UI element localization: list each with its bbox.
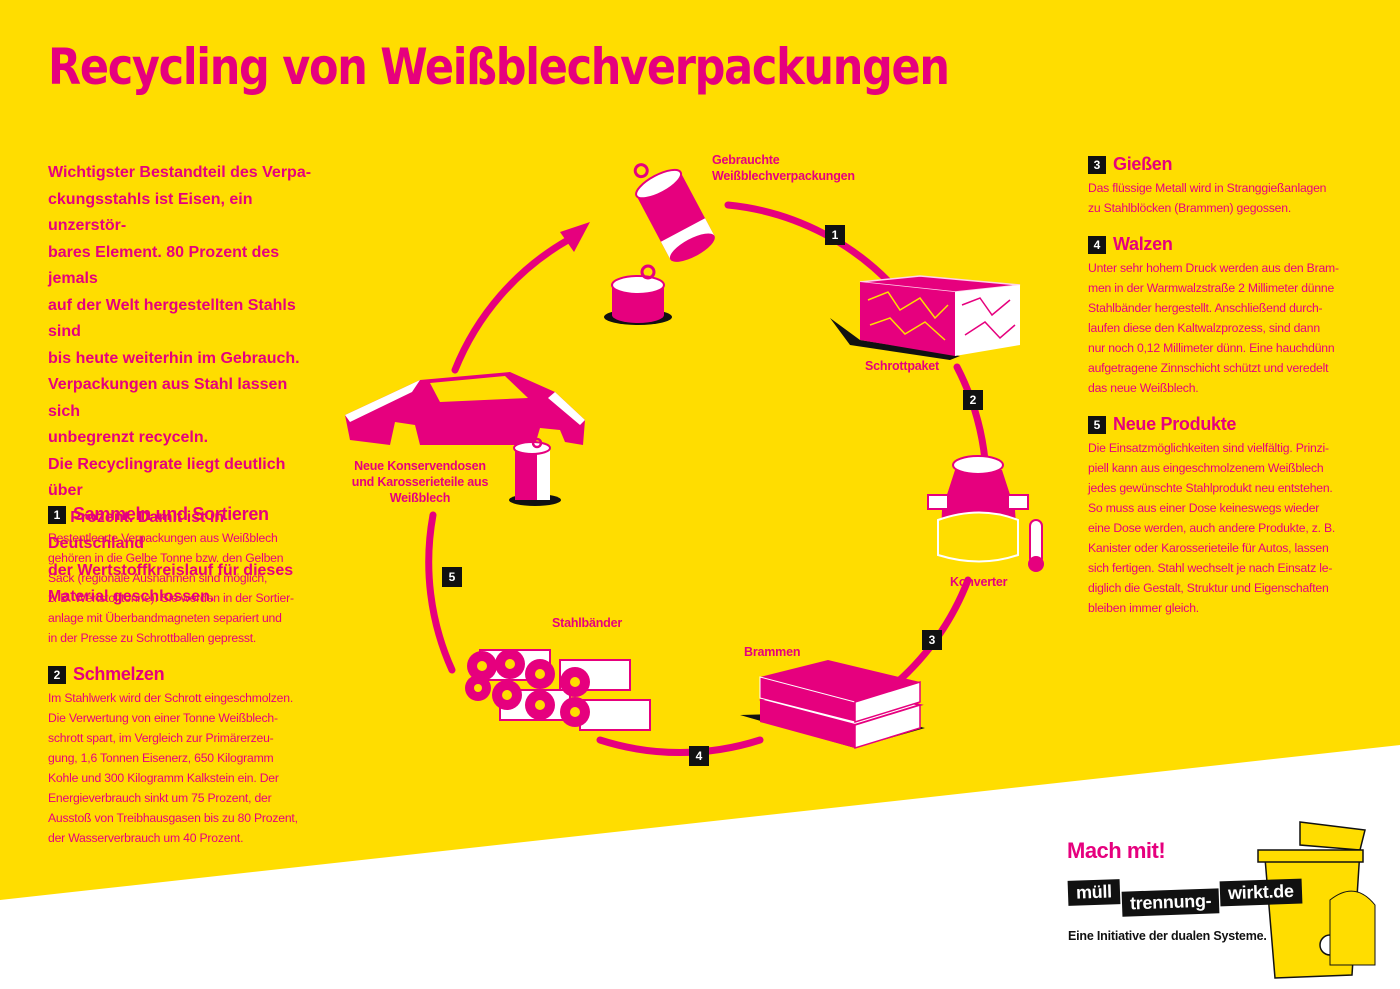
step-line: gung, 1,6 Tonnen Eisenerz, 650 Kilogramm [48,751,274,765]
step-line: Unter sehr hohem Druck werden aus den Br… [1088,261,1339,275]
intro-line: ckungsstahls ist Eisen, ein unzerstör- [48,190,253,235]
step-line: Stahlbänder hergestellt. Anschließend du… [1088,301,1323,315]
step-description: Im Stahlwerk wird der Schrott eingeschmo… [48,688,313,848]
label-new-products: Neue Konservendosen und Karosserieteile … [345,458,495,506]
intro-line: Verpackungen aus Stahl lassen sich [48,376,288,420]
new-can-illustration [509,437,561,506]
label-scrap-bale: Schrottpaket [865,359,940,373]
step-1-block: 1 Sammeln und Sortieren Restentleerte Ve… [48,504,313,648]
step-line: Im Stahlwerk wird der Schrott eingeschmo… [48,691,294,705]
steel-coils-illustration [465,649,651,731]
intro-line: unbegrenzt recyceln. [48,429,209,446]
step-line: zu Stahlblöcken (Brammen) gegossen. [1088,201,1292,215]
step-line: Ausstoß von Treibhausgasen bis zu 80 Pro… [48,811,298,825]
step-line: in der Presse zu Schrottballen gepresst. [48,631,257,645]
step-line: Restentleerte Verpackungen aus Weißblech [48,531,278,545]
step-line: nur noch 0,12 Millimeter dünn. Eine hauc… [1088,341,1335,355]
step-description: Unter sehr hohem Druck werden aus den Br… [1088,258,1358,398]
cycle-arrow-head [560,222,590,252]
step-line: anlage mit Überbandmagneten separiert un… [48,611,282,625]
step-line: Energieverbrauch sinkt um 75 Prozent, de… [48,791,272,805]
cycle-marker-5: 5 [442,567,462,587]
step-title: Walzen [1113,234,1173,254]
step-line: z. B. Wertstofftonne). Sie werden in der… [48,591,294,605]
step-line: Die Einsatzmöglichkeiten sind vielfältig… [1088,441,1329,455]
step-title: Neue Produkte [1113,414,1237,434]
cycle-marker-4: 4 [689,746,709,766]
step-line: sich fertigen. Stahl wechselt je nach Ei… [1088,561,1333,575]
label-slabs: Brammen [744,645,801,659]
footer-tagline: Eine Initiative der dualen Systeme. [1068,929,1267,943]
intro-line: bis heute weiterhin im Gebrauch. [48,349,300,367]
step-3-block: 3 Gießen Das flüssige Metall wird in Str… [1088,154,1358,218]
footer-white-band [0,745,1400,989]
cycle-marker-1: 1 [825,225,845,245]
step-line: aufgetragene Zinnschicht schützt und ver… [1088,361,1329,375]
logo-word-wirkt: wirkt.de [1219,878,1303,907]
label-line: Neue Konservendosen [354,459,486,473]
step-line: das neue Weißblech. [1088,381,1199,395]
label-line: Weißblechverpackungen [712,169,855,183]
intro-line: bares Element. 80 Prozent des jemals [48,243,280,288]
logo-word-muell: müll [1067,879,1121,906]
step-line: diglich die Gestalt, Struktur und Eigens… [1088,581,1329,595]
step-line: piell kann aus eingeschmolzenem Weißblec… [1088,461,1324,475]
label-line: Weißblech [389,491,451,505]
step-number-badge: 2 [48,665,66,684]
step-line: gehören in die Gelbe Tonne bzw. den Gelb… [48,551,284,565]
call-to-action: Mach mit! [1067,838,1166,863]
converter-illustration [927,455,1044,572]
step-line: men in der Warmwalzstraße 2 Millimeter d… [1088,281,1335,295]
step-line: bleiben immer gleich. [1088,601,1199,615]
intro-line: der Wertstoffkreislauf für dieses [48,561,294,579]
scrap-bale-illustration [830,275,1021,360]
step-line: eine Dose werden, auch andere Produkte, … [1088,521,1336,535]
step-title: Gießen [1113,154,1173,174]
intro-line: Material geschlossen. [48,588,215,605]
step-line: schrott spart, im Vergleich zur Primärer… [48,731,274,745]
slabs-illustration [740,660,925,750]
step-line: der Wasserverbrauch um 40 Prozent. [48,831,244,845]
step-line: Kohle und 300 Kilogramm Kalkstein ein. D… [48,771,279,785]
used-cans-illustration [604,163,715,325]
step-number-badge: 3 [1088,155,1106,174]
step-line: jedes gewünschte Stahlprodukt neu entste… [1088,481,1333,495]
step-2-block: 2 Schmelzen Im Stahlwerk wird der Schrot… [48,664,313,848]
step-description: Die Einsatzmöglichkeiten sind vielfältig… [1088,438,1358,618]
step-title: Sammeln und Sortieren [73,504,269,524]
step-4-block: 4 Walzen Unter sehr hohem Druck werden a… [1088,234,1358,398]
step-number-badge: 5 [1088,415,1106,434]
car-body-illustration [345,372,585,445]
logo-word-trennung: trennung- [1121,888,1220,917]
step-line: Das flüssige Metall wird in Stranggießan… [1088,181,1327,195]
label-steel-coils: Stahlbänder [552,616,623,630]
intro-text: Wichtigster Bestandteil des Verpa- ckung… [48,160,323,611]
step-line: laufen diese den Kaltwalzprozess, sind d… [1088,321,1320,335]
step-line: So muss aus einer Dose keineswegs wieder [1088,501,1320,515]
cycle-marker-2: 2 [963,390,983,410]
step-title: Schmelzen [73,664,165,684]
step-number-badge: 4 [1088,235,1106,254]
step-line: Die Verwertung von einer Tonne Weißblech… [48,711,278,725]
intro-line: Wichtigster Bestandteil des Verpa- [48,164,312,181]
step-description: Das flüssige Metall wird in Stranggießan… [1088,178,1358,218]
label-converter: Konverter [950,575,1008,589]
intro-line: 90 Prozent. Damit ist in Deutschland [48,508,225,553]
intro-line: Die Recyclingrate liegt deutlich über [48,455,286,500]
intro-line: auf der Welt hergestellten Stahls sind [48,296,296,341]
label-line: und Karosserieteile aus [351,475,489,489]
step-line: Sack (regionale Ausnahmen sind möglich, [48,571,268,585]
label-used-cans: Gebrauchte Weißblechverpackungen [712,152,855,184]
step-number-badge: 1 [48,505,66,524]
step-line: Kanister oder Karosserieteile für Autos,… [1088,541,1329,555]
label-line: Gebrauchte [712,153,780,167]
cycle-marker-3: 3 [922,630,942,650]
page-title: Recycling von Weißblechverpackungen [48,38,950,96]
step-description: Restentleerte Verpackungen aus Weißblech… [48,528,313,648]
step-5-block: 5 Neue Produkte Die Einsatzmöglichkeiten… [1088,414,1358,618]
